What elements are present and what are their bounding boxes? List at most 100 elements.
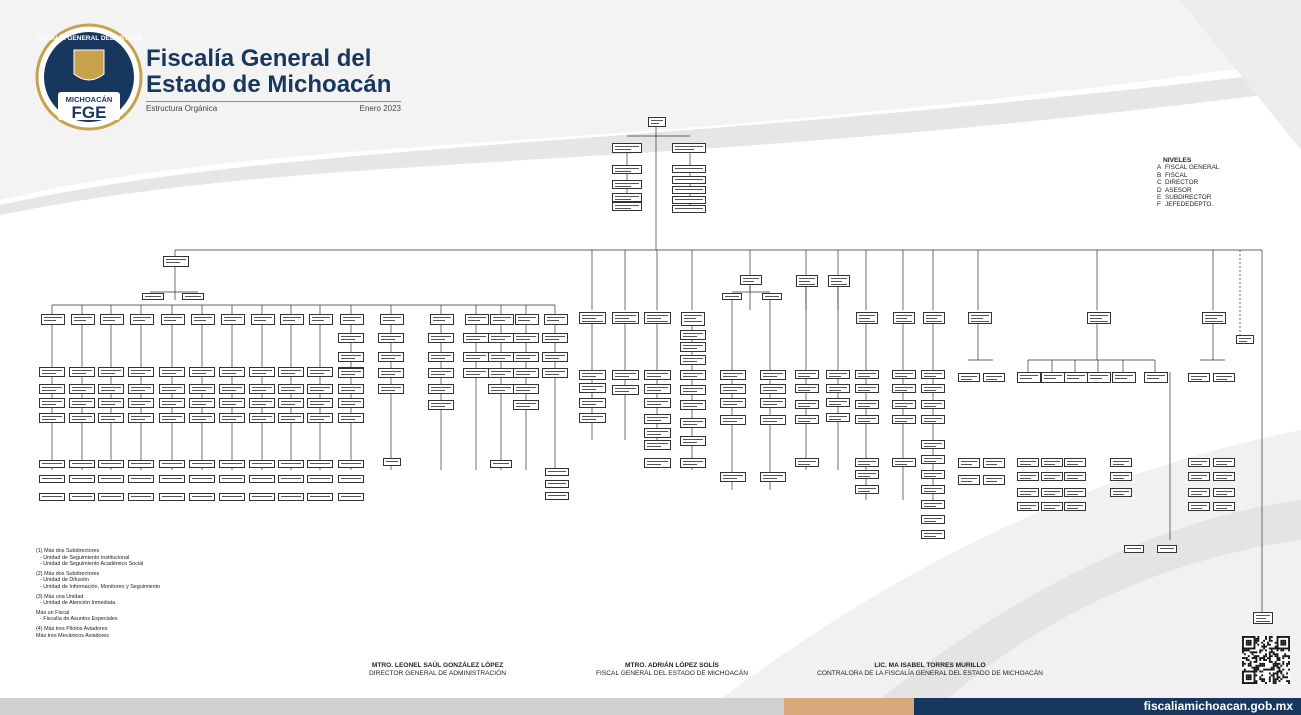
org-unit-box xyxy=(579,312,606,324)
org-unit-box xyxy=(69,384,95,394)
org-unit-box xyxy=(338,413,364,423)
org-unit-box xyxy=(1188,472,1210,481)
org-unit-box xyxy=(795,370,819,379)
org-unit-box xyxy=(463,352,489,362)
org-unit-box xyxy=(338,333,364,343)
org-unit-box xyxy=(923,312,945,324)
org-unit-box xyxy=(612,370,639,380)
footnote-line: - Unidad de Seguimiento Institucional xyxy=(40,554,130,561)
org-unit-box xyxy=(1041,502,1063,511)
org-unit-box xyxy=(1017,488,1039,497)
org-unit-box xyxy=(249,398,275,408)
org-unit-box xyxy=(380,314,404,325)
org-unit-box xyxy=(680,330,706,340)
org-unit-box xyxy=(921,455,945,464)
org-unit-box xyxy=(98,384,124,394)
org-unit-box xyxy=(428,352,454,362)
org-unit-box xyxy=(161,314,185,325)
footnote-line: - Unidad de Seguimiento Académico Social xyxy=(40,561,144,568)
org-unit-box xyxy=(307,367,333,377)
org-unit-box xyxy=(130,314,154,325)
org-unit-box xyxy=(545,492,569,500)
levels-item-key: D xyxy=(1157,186,1162,194)
org-unit-box xyxy=(892,384,916,393)
org-unit-box xyxy=(1213,488,1235,497)
org-unit-box xyxy=(98,460,124,468)
org-unit-box xyxy=(680,385,706,395)
org-unit-box xyxy=(1064,472,1086,481)
org-unit-box xyxy=(1017,472,1039,481)
org-unit-box xyxy=(1213,458,1235,467)
org-unit-box xyxy=(612,385,639,395)
org-unit-box xyxy=(921,415,945,424)
org-unit-box xyxy=(720,415,746,425)
org-unit-box xyxy=(1041,472,1063,481)
org-unit-box xyxy=(69,460,95,468)
org-unit-box xyxy=(921,530,945,539)
org-unit-box xyxy=(855,400,879,409)
org-unit-box xyxy=(249,475,275,483)
org-unit-box xyxy=(720,472,746,482)
org-unit-box xyxy=(278,475,304,483)
org-unit-box xyxy=(760,415,786,425)
qr-code[interactable] xyxy=(1242,636,1290,684)
org-unit-box xyxy=(338,460,364,468)
org-unit-box xyxy=(189,493,215,501)
org-unit-box xyxy=(612,202,642,211)
org-unit-box xyxy=(720,398,746,408)
org-unit-box xyxy=(1188,502,1210,511)
org-unit-box xyxy=(958,475,980,485)
signature-name: MTRO. LEONEL SAÚL GONZÁLEZ LÓPEZ xyxy=(371,662,504,669)
org-unit-box xyxy=(760,398,786,408)
org-unit-box xyxy=(159,367,185,377)
org-unit-box xyxy=(644,370,671,380)
org-unit-box xyxy=(855,370,879,379)
org-unit-box xyxy=(128,398,154,408)
org-unit-box xyxy=(159,384,185,394)
seal-arc-text: FISCALÍA GENERAL DEL ESTADO xyxy=(36,33,142,42)
org-unit-box xyxy=(672,205,706,213)
org-unit-box xyxy=(856,312,878,324)
org-unit-box xyxy=(855,485,879,494)
org-unit-box xyxy=(513,352,539,362)
org-unit-box xyxy=(338,398,364,408)
org-unit-box xyxy=(465,314,489,325)
org-unit-box xyxy=(826,384,850,393)
org-unit-box xyxy=(1041,372,1065,383)
org-unit-box xyxy=(189,384,215,394)
footer-website-link[interactable]: fiscaliamichoacan.gob.mx xyxy=(1143,699,1293,713)
org-unit-box xyxy=(680,458,706,468)
org-unit-box xyxy=(644,440,671,450)
levels-item-label: JEFEDEDEPTO. xyxy=(1165,201,1214,209)
org-unit-box xyxy=(795,458,819,467)
org-unit-box xyxy=(128,493,154,501)
org-unit-box xyxy=(648,117,666,127)
org-unit-box xyxy=(278,413,304,423)
org-unit-box xyxy=(762,293,782,300)
org-unit-box xyxy=(513,384,539,394)
org-unit-box xyxy=(921,384,945,393)
org-unit-box xyxy=(722,293,742,300)
org-unit-box xyxy=(644,458,671,468)
org-unit-box xyxy=(98,475,124,483)
org-unit-box xyxy=(490,314,514,325)
org-unit-box xyxy=(249,493,275,501)
org-unit-box xyxy=(219,384,245,394)
org-unit-box xyxy=(644,384,671,394)
levels-item-label: FISCAL xyxy=(1165,171,1188,179)
org-unit-box xyxy=(826,398,850,407)
org-unit-box xyxy=(219,367,245,377)
org-unit-box xyxy=(958,373,980,382)
org-unit-box xyxy=(612,193,642,202)
header: MICHOACÁN FGE FISCALÍA GENERAL DEL ESTAD… xyxy=(34,22,404,132)
fge-seal-logo: MICHOACÁN FGE FISCALÍA GENERAL DEL ESTAD… xyxy=(35,23,143,131)
footnote: Más un Fiscal- Fiscalía de Asuntos Espec… xyxy=(36,610,276,623)
footer-navy-strip xyxy=(914,698,1301,715)
org-unit-box xyxy=(1064,502,1086,511)
signature-name: LIC. MA ISABEL TORRES MURILLO xyxy=(874,662,986,669)
org-unit-box xyxy=(71,314,95,325)
org-unit-box xyxy=(39,475,65,483)
org-unit-box xyxy=(893,312,915,324)
